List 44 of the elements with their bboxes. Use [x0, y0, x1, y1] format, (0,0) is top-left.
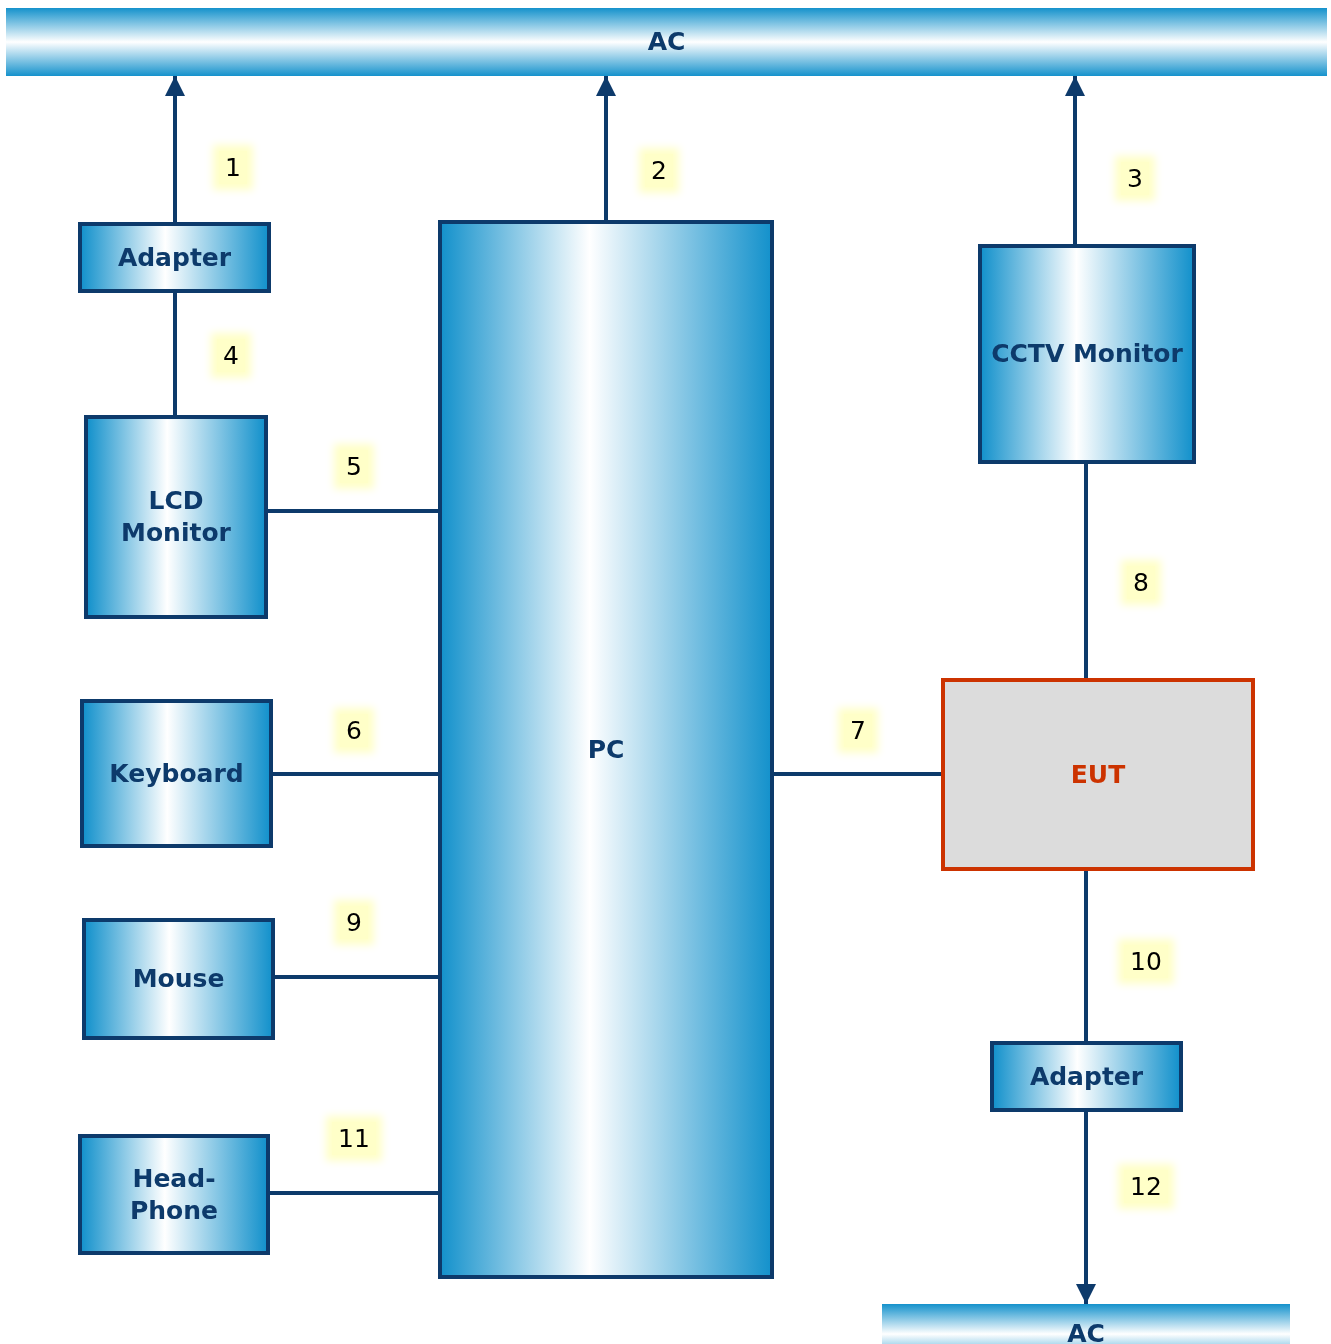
edge-label: 9: [340, 905, 368, 939]
edge-label: 12: [1124, 1169, 1168, 1203]
node-label: Mouse: [131, 963, 226, 995]
edge-label: 8: [1127, 565, 1155, 599]
edge-label: 10: [1124, 944, 1168, 978]
node-label: AC: [1066, 1318, 1106, 1344]
device-box: [438, 220, 774, 1279]
power-bar: [6, 8, 1327, 76]
device-box: [78, 222, 271, 293]
node-label: AC: [646, 26, 687, 58]
node-label: LCD Monitor: [120, 485, 232, 549]
device-box: [82, 918, 275, 1040]
device-box: [990, 1041, 1183, 1112]
connector-line: [774, 772, 941, 776]
connector-line: [173, 293, 177, 415]
arrow: [596, 76, 616, 220]
node-label: Head-Phone: [128, 1162, 220, 1227]
device-box: [80, 699, 273, 848]
edge-label: 3: [1121, 161, 1149, 195]
arrow: [1076, 1112, 1096, 1304]
connector-line: [1084, 464, 1088, 678]
arrow: [1065, 76, 1085, 244]
connector-line: [268, 509, 438, 513]
edge-label: 11: [332, 1121, 376, 1155]
edge-label: 2: [645, 153, 673, 187]
edge-label: 6: [340, 713, 368, 747]
device-box: [78, 1134, 270, 1255]
node-label: Keyboard: [108, 757, 245, 790]
node-label: EUT: [1069, 758, 1127, 791]
device-box: [941, 678, 1255, 871]
node-label: Adapter: [1028, 1060, 1145, 1093]
connector-line: [273, 772, 438, 776]
edge-label: 4: [217, 338, 245, 372]
edge-label: 5: [340, 449, 368, 483]
device-box: [84, 415, 268, 619]
connector-line: [270, 1191, 438, 1195]
node-label: Adapter: [116, 241, 233, 274]
edge-label: 1: [219, 150, 247, 184]
device-box: [978, 244, 1196, 464]
connector-line: [1084, 871, 1088, 1041]
node-label: PC: [586, 733, 626, 766]
edge-label: 7: [844, 713, 872, 747]
connector-line: [275, 975, 438, 979]
arrow: [165, 76, 185, 222]
